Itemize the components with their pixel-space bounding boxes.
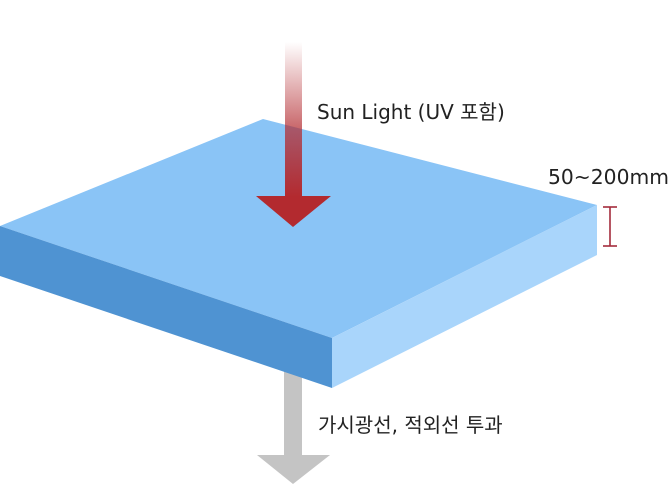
sunlight-arrow — [256, 42, 331, 227]
sunlight-arrow-shaft — [285, 42, 302, 197]
glass-panel — [0, 119, 597, 388]
panel-front-left-face — [0, 226, 332, 388]
thickness-marker — [603, 206, 617, 247]
transmitted-arrow-head — [257, 455, 330, 484]
sunlight-label: Sun Light (UV 포함) — [317, 100, 505, 124]
transmitted-label: 가시광선, 적외선 투과 — [318, 413, 503, 437]
sunlight-arrow-head — [256, 196, 331, 227]
panel-front-right-face — [332, 205, 597, 388]
panel-top-face — [0, 119, 597, 338]
thickness-label: 50~200mm — [548, 165, 669, 189]
